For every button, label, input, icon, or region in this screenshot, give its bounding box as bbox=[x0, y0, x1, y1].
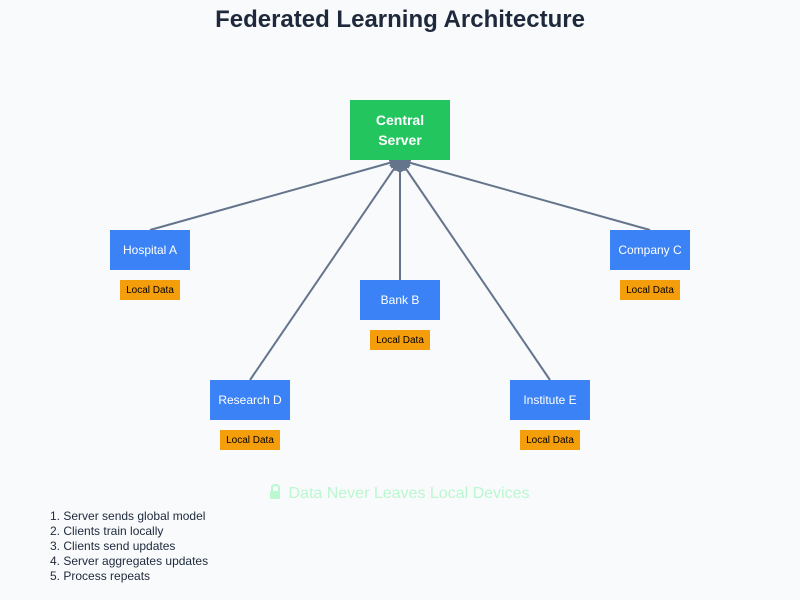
server-label-line1: Central bbox=[375, 112, 425, 128]
link-research-d bbox=[249, 159, 401, 381]
client-node-company-c[interactable]: Company C bbox=[610, 230, 690, 270]
central-server-node[interactable]: Central Server bbox=[350, 100, 450, 160]
privacy-note: Data Never Leaves Local Devices bbox=[0, 484, 800, 503]
lock-icon bbox=[270, 484, 281, 499]
diagram-title: Federated Learning Architecture bbox=[215, 6, 585, 33]
local-data-badge: Local Data bbox=[620, 280, 680, 300]
step-item: 2. Clients train locally bbox=[50, 524, 164, 538]
privacy-note-text: Data Never Leaves Local Devices bbox=[288, 485, 530, 502]
client-node-research-d[interactable]: Research D bbox=[210, 380, 290, 420]
local-data-badge: Local Data bbox=[220, 430, 280, 450]
link-institute-e bbox=[399, 159, 551, 381]
server-label-line2: Server bbox=[378, 132, 422, 148]
client-node-hospital-a[interactable]: Hospital A bbox=[110, 230, 190, 270]
client-node-bank-b[interactable]: Bank B bbox=[360, 280, 440, 320]
link-hospital-a bbox=[149, 157, 402, 231]
step-item: 3. Clients send updates bbox=[50, 539, 176, 553]
client-node-institute-e[interactable]: Institute E bbox=[510, 380, 590, 420]
local-data-badge: Local Data bbox=[120, 280, 180, 300]
local-data-badge: Local Data bbox=[370, 330, 430, 350]
local-data-badge: Local Data bbox=[520, 430, 580, 450]
process-steps-list: 1. Server sends global model 2. Clients … bbox=[50, 509, 208, 584]
step-item: 1. Server sends global model bbox=[50, 509, 206, 523]
link-company-c bbox=[398, 157, 651, 231]
step-item: 5. Process repeats bbox=[50, 569, 151, 583]
step-item: 4. Server aggregates updates bbox=[50, 554, 209, 568]
